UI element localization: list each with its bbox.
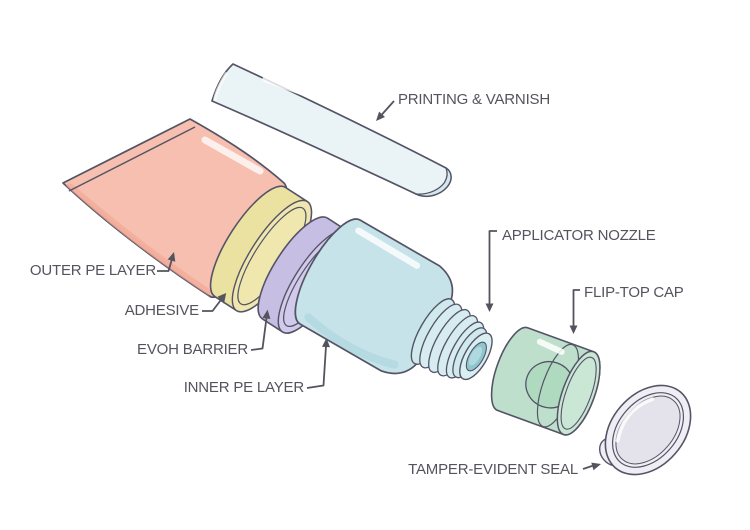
arrowhead-tamper-evident-seal xyxy=(591,462,601,471)
label-adhesive: ADHESIVE xyxy=(124,302,199,319)
cap-front-face xyxy=(556,350,601,436)
leader-outer-pe-layer xyxy=(157,252,176,272)
outer-pe-highlight xyxy=(201,136,264,175)
arrowhead-evoh-barrier xyxy=(262,309,271,319)
outer-pe-bottom-shade xyxy=(65,183,211,297)
leader-inner-pe-layer xyxy=(306,338,330,389)
varnish-sheet-edge-highlight xyxy=(213,72,228,101)
arrowhead-flip-top-cap xyxy=(569,325,578,334)
label-applicator-nozzle: APPLICATOR NOZZLE xyxy=(502,227,656,244)
varnish-sheet-highlight xyxy=(262,75,416,135)
leader-evoh-barrier xyxy=(250,309,271,351)
arrowhead-applicator-nozzle xyxy=(485,303,494,312)
tamper-evident-seal xyxy=(598,384,692,476)
flip-top-cap xyxy=(490,326,601,436)
varnish-sheet-curl-underside xyxy=(415,167,452,197)
inner-pe-highlight xyxy=(355,227,421,269)
seal-highlight xyxy=(615,397,655,443)
cap-highlight xyxy=(536,338,565,355)
leader-printing-varnish xyxy=(376,100,395,121)
label-inner-pe-layer: INNER PE LAYER xyxy=(183,379,304,396)
arrowhead-adhesive xyxy=(217,293,227,304)
label-evoh-barrier: EVOH BARRIER xyxy=(137,341,248,358)
nozzle-bore-inner xyxy=(468,346,483,366)
leader-flip-top-cap xyxy=(569,289,580,334)
inner-pe-tube xyxy=(294,218,493,381)
leader-adhesive xyxy=(202,293,227,312)
label-outer-pe-layer: OUTER PE LAYER xyxy=(29,262,156,279)
seal-ring-line xyxy=(611,392,685,468)
arrowhead-inner-pe-layer xyxy=(322,338,330,348)
label-printing-varnish: PRINTING & VARNISH xyxy=(398,91,550,108)
leader-lines xyxy=(157,100,601,471)
arrowhead-outer-pe-layer xyxy=(167,252,176,262)
outer-pe-crimp-line xyxy=(68,126,196,192)
printing-varnish-sheet xyxy=(211,63,452,197)
label-flip-top-cap: FLIP-TOP CAP xyxy=(584,284,684,301)
arrowhead-printing-varnish xyxy=(376,111,385,121)
leader-tamper-evident-seal xyxy=(582,462,601,471)
label-tamper-evident-seal: TAMPER-EVIDENT SEAL xyxy=(408,461,578,478)
inner-pe-bottom-shade xyxy=(304,313,399,369)
applicator-nozzle-threads xyxy=(410,298,493,381)
leader-applicator-nozzle xyxy=(485,230,497,312)
cap-front-rim xyxy=(560,356,597,430)
